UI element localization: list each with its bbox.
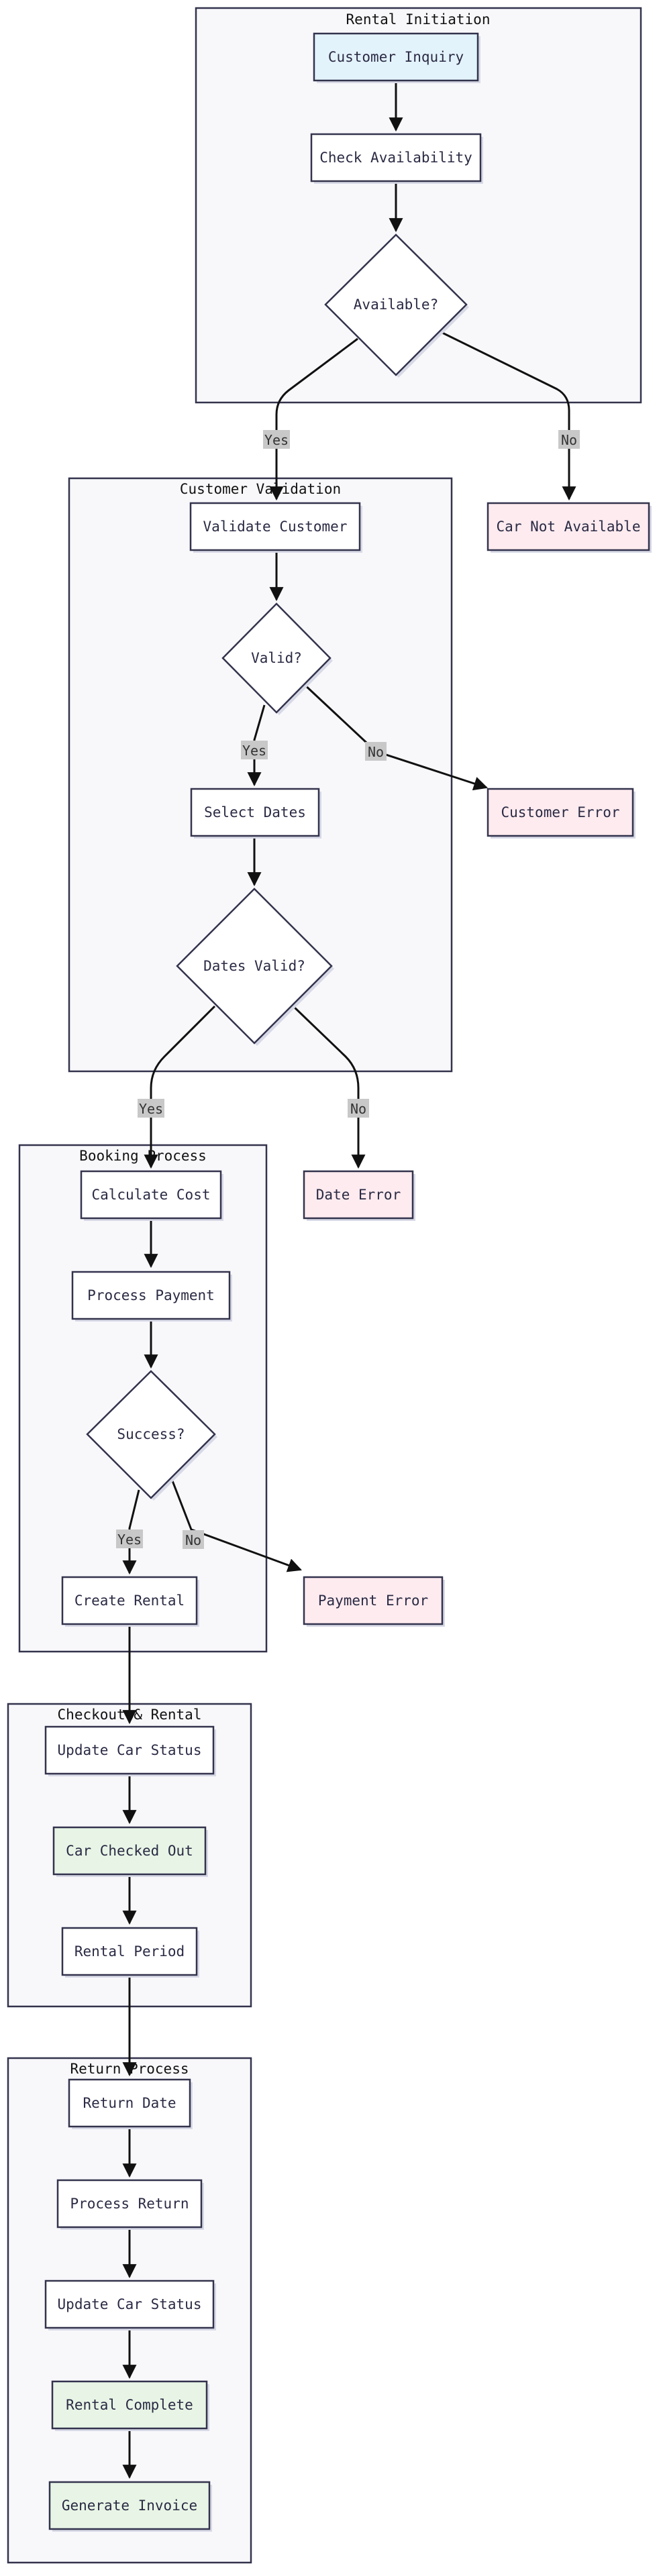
edge-dates-no [292, 1005, 366, 1169]
node-label: Date Error [316, 1187, 401, 1203]
node-label: Calculate Cost [91, 1187, 210, 1203]
edge-available-yes [269, 337, 358, 501]
node-box [310, 133, 482, 182]
svg-text:No: No [350, 1101, 366, 1117]
node-dates-valid-decision: Dates Valid? [176, 888, 334, 1046]
node-date-error: Date Error [303, 1170, 415, 1221]
node-available-decision: Available? [324, 233, 469, 378]
node-box [487, 788, 634, 837]
node-box [68, 2078, 191, 2128]
node-rental-period: Rental Period [61, 1927, 199, 1978]
edge-success-no [170, 1479, 302, 1572]
node-label: Process Payment [87, 1287, 215, 1303]
node-label: Rental Complete [66, 2397, 193, 2413]
node-update-car-status-1: Update Car Status [44, 1725, 216, 1776]
edge-label-available-no: No [558, 430, 580, 449]
node-label: Update Car Status [58, 2296, 202, 2312]
svg-text:Yes: Yes [117, 1532, 142, 1548]
node-box [44, 2279, 215, 2329]
node-label: Process Return [70, 2196, 189, 2212]
node-label: Return Date [83, 2095, 176, 2111]
edge-label-success-no: No [183, 1530, 204, 1549]
node-customer-error: Customer Error [487, 788, 635, 839]
svg-text:Yes: Yes [139, 1101, 163, 1117]
node-label: Rental Period [74, 1943, 185, 1960]
node-label: Success? [117, 1426, 185, 1442]
node-valid-decision: Valid? [221, 602, 333, 715]
node-label: Update Car Status [58, 1742, 202, 1758]
node-check-availability: Check Availability [310, 133, 483, 184]
node-box [61, 1576, 198, 1625]
node-generate-invoice: Generate Invoice [48, 2481, 212, 2532]
edge-label-available-yes: Yes [263, 430, 290, 449]
svg-text:Yes: Yes [264, 432, 289, 448]
edge-label-success-yes: Yes [116, 1529, 143, 1548]
svg-text:No: No [561, 432, 577, 448]
edge-label-dates-yes: Yes [138, 1099, 164, 1118]
cluster-title-booking-process: Booking Process [79, 1148, 207, 1164]
node-label: Valid? [251, 650, 302, 666]
node-label: Car Not Available [497, 519, 641, 535]
edge-dates-yes [144, 1005, 216, 1169]
cluster-title-customer-validation: Customer Validation [180, 481, 341, 497]
edge-label-valid-yes: Yes [241, 741, 268, 759]
node-box [44, 1725, 215, 1775]
node-box [56, 2179, 203, 2229]
decision-diamond [221, 602, 332, 714]
node-car-checked-out: Car Checked Out [52, 1826, 208, 1877]
node-customer-inquiry: Customer Inquiry [313, 32, 480, 83]
edge-success-yes [122, 1489, 140, 1575]
node-label: Car Checked Out [66, 1843, 193, 1859]
edge-label-valid-no: No [365, 742, 387, 761]
node-label: Validate Customer [203, 519, 348, 535]
node-label: Select Dates [204, 804, 306, 820]
node-label: Check Availability [319, 150, 472, 166]
node-box [52, 1826, 207, 1876]
edge-label-dates-no: No [348, 1099, 369, 1118]
decision-diamond [86, 1370, 216, 1499]
cluster-title-rental-initiation: Rental Initiation [346, 11, 491, 28]
node-label: Available? [354, 297, 438, 313]
node-box [61, 1927, 198, 1976]
node-car-not-available: Car Not Available [487, 502, 652, 553]
node-update-car-status-2: Update Car Status [44, 2279, 216, 2330]
decision-diamond [324, 233, 468, 376]
node-validate-customer: Validate Customer [189, 502, 362, 553]
edge-valid-yes [247, 704, 266, 787]
svg-text:No: No [185, 1532, 201, 1548]
edges [122, 83, 576, 2479]
edge-available-no [440, 331, 576, 501]
decision-diamond [176, 888, 333, 1044]
node-box [51, 2380, 208, 2430]
svg-text:No: No [368, 744, 384, 760]
node-return-date: Return Date [68, 2078, 193, 2129]
node-label: Generate Invoice [62, 2498, 197, 2514]
node-process-payment: Process Payment [71, 1271, 232, 1322]
node-box [189, 502, 361, 551]
node-label: Payment Error [318, 1593, 428, 1609]
node-success-decision: Success? [86, 1370, 217, 1501]
node-label: Dates Valid? [203, 958, 305, 974]
node-box [190, 788, 320, 837]
node-rental-complete: Rental Complete [51, 2380, 209, 2431]
node-box [303, 1576, 444, 1625]
node-box [80, 1170, 222, 1220]
svg-text:Yes: Yes [242, 743, 266, 759]
node-create-rental: Create Rental [61, 1576, 199, 1627]
node-box [48, 2481, 211, 2530]
node-box [71, 1271, 231, 1320]
node-box [303, 1170, 414, 1220]
node-select-dates: Select Dates [190, 788, 321, 839]
node-process-return: Process Return [56, 2179, 204, 2230]
node-label: Customer Error [501, 804, 619, 820]
node-label: Customer Inquiry [328, 49, 464, 65]
node-label: Create Rental [74, 1593, 185, 1609]
node-payment-error: Payment Error [303, 1576, 445, 1627]
node-box [313, 32, 479, 82]
node-calculate-cost: Calculate Cost [80, 1170, 223, 1221]
node-box [487, 502, 650, 551]
